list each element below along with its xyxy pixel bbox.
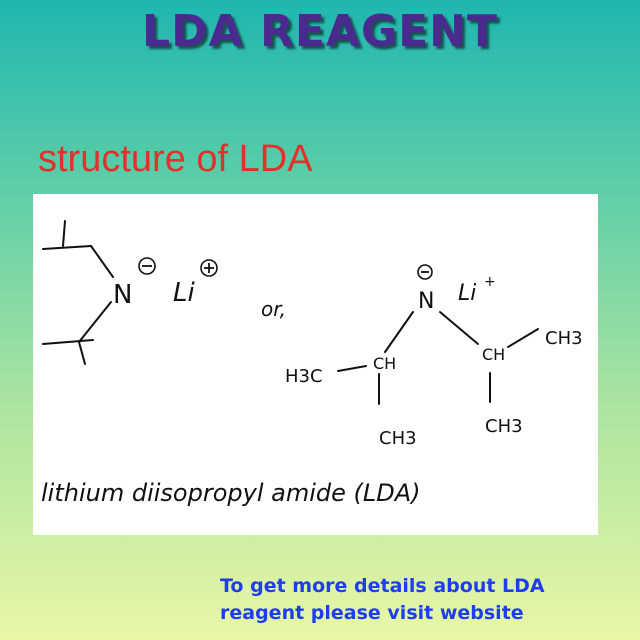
bond — [42, 339, 94, 345]
ch-left-label: CH — [373, 354, 396, 373]
or-connector: or, — [261, 297, 286, 321]
ch-right-label: CH — [482, 345, 505, 364]
structure-image: N Li or, N Li + CH CH H3C — [33, 194, 598, 535]
lithium-label: Li — [458, 281, 476, 306]
bond — [90, 245, 114, 278]
condensed-structure — [337, 311, 539, 405]
bond — [78, 341, 86, 365]
footer-line-1: To get more details about LDA — [220, 575, 545, 597]
section-subtitle: structure of LDA — [38, 138, 313, 180]
page-title: LDA REAGENT — [142, 6, 498, 57]
bond — [78, 301, 112, 343]
footer-line-2: reagent please visit website — [220, 602, 524, 624]
lda-structure-drawing: N Li or, N Li + CH CH H3C — [41, 220, 583, 507]
footer-text: To get more details about LDA reagent pl… — [220, 573, 636, 627]
bond — [42, 245, 92, 250]
plus-sign: + — [484, 274, 496, 290]
bond — [439, 311, 479, 345]
minus-charge-icon — [417, 264, 433, 280]
bond — [337, 365, 367, 372]
bond — [507, 328, 539, 348]
bond — [384, 311, 414, 353]
nitrogen-label: N — [113, 280, 132, 310]
lithium-label: Li — [173, 278, 195, 308]
plus-charge-icon — [200, 259, 218, 277]
h3c-label: H3C — [285, 366, 323, 387]
skeletal-structure — [42, 220, 114, 365]
ch3-top-label: CH3 — [545, 328, 583, 349]
bond — [62, 220, 66, 247]
ch3-left-label: CH3 — [379, 428, 417, 449]
ch3-right-label: CH3 — [485, 416, 523, 437]
minus-charge-icon — [138, 257, 156, 275]
nitrogen-label: N — [418, 289, 434, 314]
compound-name: lithium diisopropyl amide (LDA) — [41, 479, 421, 507]
